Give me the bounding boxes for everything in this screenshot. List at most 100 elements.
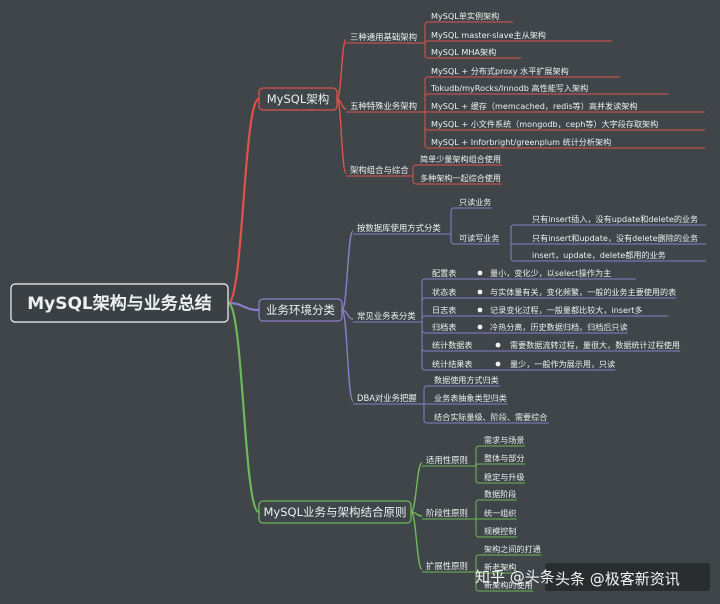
- connector-line: [450, 207, 456, 234]
- connector-line: [475, 499, 481, 519]
- item-note: 量少，一般作为展示用，只读: [510, 359, 615, 369]
- connector-line: [423, 404, 431, 424]
- connector-line: [475, 463, 481, 467]
- subitem-label: 只有insert插入，没有update和delete的业务: [532, 214, 698, 224]
- connector-line: [475, 519, 481, 538]
- item-label: 统计结果表: [432, 359, 472, 369]
- connector-line: [336, 39, 347, 100]
- subitem-label: 只有insert和update，没有delete删除的业务: [532, 233, 698, 243]
- branch-node-box: [258, 87, 338, 111]
- group-label: 适用性原则: [426, 455, 468, 465]
- item-label: MySQL + 缓存（memcached，redis等）高并发读架构: [431, 101, 637, 111]
- item-label: 新老架构: [484, 562, 516, 572]
- connector-line: [341, 309, 354, 320]
- item-label: 业务表抽象类型归类: [434, 393, 507, 403]
- group-label: 扩展性原则: [426, 561, 468, 571]
- connector-line: [410, 462, 423, 513]
- group-label: 阶段性原则: [426, 508, 468, 518]
- connector-line: [341, 230, 354, 311]
- branch-node-box: [258, 298, 343, 322]
- connector-line: [227, 301, 260, 312]
- bullet-dot: [477, 307, 483, 313]
- item-label: 数据使用方式归类: [434, 375, 499, 385]
- branch-label: MySQL架构: [267, 92, 330, 106]
- connector-line: [475, 445, 481, 466]
- item-label: 统一组织: [484, 508, 516, 518]
- bullet-dot: [477, 270, 483, 276]
- item-note: 量小，变化少，以select操作为主: [490, 268, 611, 278]
- item-label: 状态表: [432, 287, 456, 297]
- connector-line: [421, 322, 429, 371]
- bullet-dot: [477, 324, 483, 330]
- item-label: 只读业务: [459, 197, 491, 207]
- branch-label: MySQL业务与架构结合原则: [264, 505, 407, 519]
- connector-line: [421, 297, 429, 322]
- root-node-border: [10, 283, 229, 323]
- connector-line: [475, 466, 481, 484]
- connector-line: [421, 315, 429, 322]
- watermark-backdrop: [545, 563, 710, 591]
- watermark-text: 知乎 @头条: [475, 568, 555, 586]
- branch-label: 业务环境分类: [266, 303, 335, 317]
- item-label: MySQL + 分布式proxy 水平扩展架构: [431, 66, 569, 76]
- item-label: 规模控制: [484, 526, 516, 536]
- connector-line: [421, 322, 429, 352]
- item-label: 多种架构一起综合使用: [420, 173, 501, 183]
- connector-line: [510, 244, 529, 262]
- item-label: MySQL master-slave主从架构: [431, 30, 546, 40]
- connector-line: [424, 93, 429, 112]
- bullet-dot: [495, 361, 501, 367]
- item-label: 需求与场景: [484, 435, 524, 445]
- connector-line: [423, 385, 431, 404]
- item-note: 与实体量有关，变化频繁，一般的业务主要使用的表: [490, 287, 676, 297]
- connector-line: [412, 176, 417, 185]
- connector-line: [424, 112, 429, 149]
- item-label: 可读写业务: [459, 233, 499, 243]
- item-label: 日志表: [432, 305, 456, 315]
- connector-line: [226, 97, 261, 305]
- group-label: 常见业务表分类: [357, 311, 416, 321]
- item-label: 配置表: [432, 268, 456, 278]
- connector-line: [226, 301, 261, 514]
- item-label: MySQL + 小文件系统（mongodb，ceph等）大字段存取架构: [431, 119, 658, 129]
- root-title: MySQL架构与业务总结: [27, 293, 212, 314]
- bullet-dot: [495, 342, 501, 348]
- item-label: MySQL MHA架构: [431, 47, 496, 57]
- connector-line: [450, 234, 456, 245]
- root-node-fill: [11, 284, 228, 322]
- item-label: MySQL + Inforbright/greenplum 统计分析架构: [431, 137, 611, 147]
- item-label: 新架构的使用: [484, 580, 533, 590]
- connector-line: [341, 309, 354, 402]
- item-label: 稳定与升级: [484, 472, 524, 482]
- item-label: 统计数据表: [432, 340, 472, 350]
- connector-line: [410, 511, 423, 570]
- connector-line: [424, 43, 429, 59]
- connector-line: [424, 76, 429, 112]
- group-label: DBA对业务把握: [357, 393, 417, 403]
- watermark-text: 头条 @极客新资讯: [555, 570, 680, 588]
- item-label: MySQL单实例架构: [431, 11, 499, 21]
- connector-line: [475, 572, 481, 592]
- group-label: 架构组合与综合: [350, 165, 409, 175]
- item-label: Tokudb/myRocks/Innodb 高性能写入架构: [430, 83, 588, 93]
- item-note: 记录变化过程，一般量都比较大，insert多: [490, 305, 643, 315]
- subitem-label: insert，update，delete都用的业务: [532, 250, 666, 260]
- connector-line: [421, 322, 429, 334]
- group-label: 按数据库使用方式分类: [357, 223, 441, 233]
- connector-line: [510, 224, 529, 244]
- group-label: 三种通用基础架构: [350, 32, 417, 42]
- connector-line: [424, 21, 429, 43]
- branch-node-box: [258, 500, 412, 524]
- connector-line: [475, 554, 481, 572]
- connector-line: [412, 164, 417, 176]
- group-label: 五种特殊业务架构: [350, 101, 417, 111]
- item-label: 结合实际量级、阶段、需要综合: [434, 412, 547, 422]
- item-note: 需要数据流转过程，量很大，数据统计过程使用: [510, 340, 680, 350]
- item-label: 整体与部分: [484, 453, 524, 463]
- item-label: 架构之间的打通: [484, 544, 541, 554]
- bullet-dot: [477, 289, 483, 295]
- item-note: 冷热分离，历史数据归档，归档后只读: [490, 322, 628, 332]
- item-label: 简单少量架构组合使用: [420, 154, 501, 164]
- connector-line: [424, 40, 428, 44]
